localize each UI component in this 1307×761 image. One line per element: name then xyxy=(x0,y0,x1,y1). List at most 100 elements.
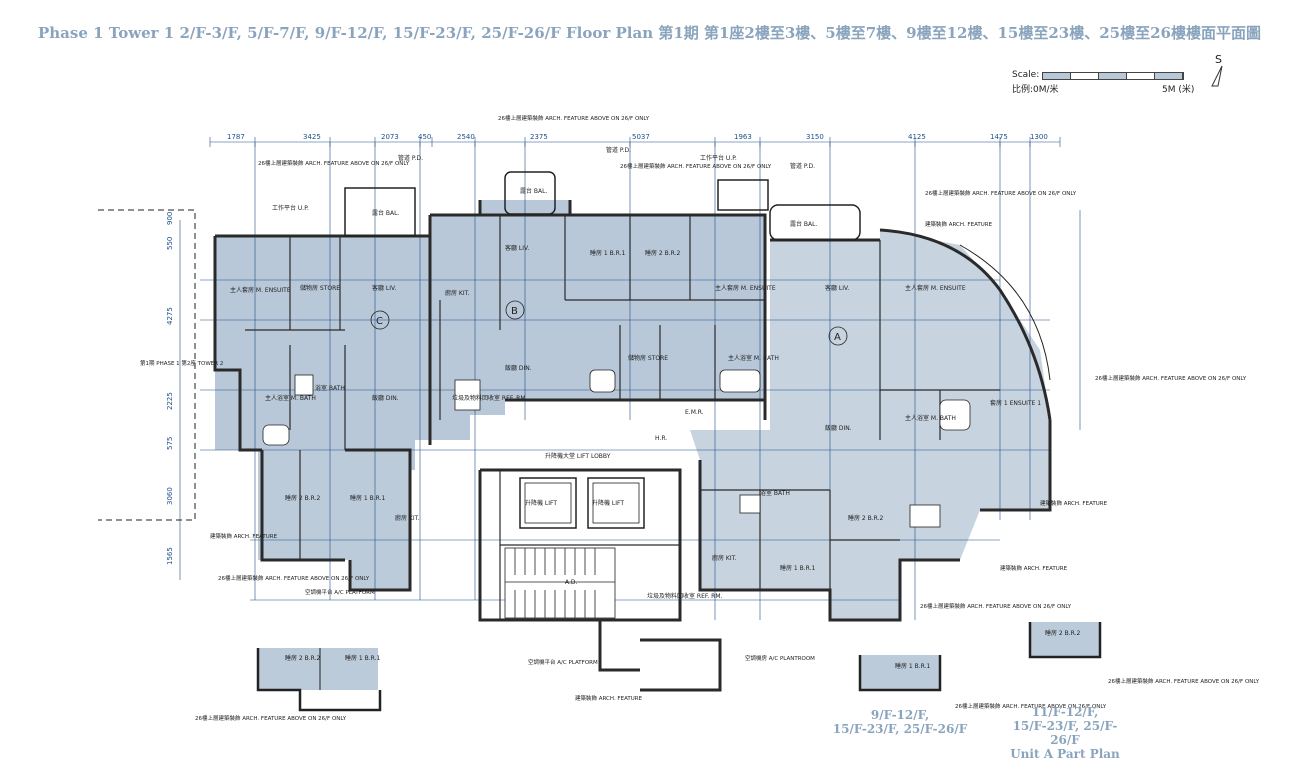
staircase xyxy=(504,547,616,619)
note-arch-feature-bottom: 建築裝飾 ARCH. FEATURE xyxy=(575,694,643,702)
dim-left-7: 1565 xyxy=(166,547,174,565)
room-br1-a: 睡房 1 B.R.1 xyxy=(780,564,816,572)
dim-left-3: 4275 xyxy=(166,307,174,325)
room-ref-rm-b: 垃圾及物料回收室 REF. RM. xyxy=(452,394,528,402)
room-up-a: 工作平台 U.P. xyxy=(700,154,737,162)
part-plan-label-bottom-2: 15/F-23/F, 25/F-26/F xyxy=(832,722,968,736)
dim-top-5: 2540 xyxy=(457,133,475,141)
note-ac-plantroom: 空調機房 A/C PLANTROOM xyxy=(745,654,815,662)
dim-top-7: 5037 xyxy=(632,133,650,141)
room-bal-c: 露台 BAL. xyxy=(372,209,399,217)
room-m-bath-b: 主人浴室 M. BATH xyxy=(728,354,779,362)
unit-markers: C B A xyxy=(370,300,848,346)
adjacent-tower-outline xyxy=(98,209,196,521)
dim-top-9: 3150 xyxy=(806,133,824,141)
part-plan-label-bottom: 9/F-12/F, 15/F-23/F, 25/F-26/F xyxy=(830,708,970,736)
unit-a-label: A xyxy=(834,332,841,343)
note-ac-platform-bottom: 空調機平台 A/C PLATFORM xyxy=(528,658,598,666)
partitions xyxy=(245,215,1000,620)
bath-fixtures xyxy=(262,369,971,528)
part-plan-label-right-1: 11/F-12/F, xyxy=(1031,705,1099,719)
room-bath-a: 浴室 BATH xyxy=(760,489,790,497)
room-hr: H.R. xyxy=(655,435,667,442)
top-dimension-ticks xyxy=(209,137,1061,147)
note-arch-feature-left2: 建築裝飾 ARCH. FEATURE xyxy=(210,532,278,540)
room-br2-c: 睡房 2 B.R.2 xyxy=(285,494,321,502)
room-bal-a: 露台 BAL. xyxy=(790,220,817,228)
dim-left-2: 550 xyxy=(166,237,174,250)
note-arch-feature-part-right: 26樓上層建築裝飾 ARCH. FEATURE ABOVE ON 26/F ON… xyxy=(1108,677,1260,685)
note-arch-feature-far-right: 26樓上層建築裝飾 ARCH. FEATURE ABOVE ON 26/F ON… xyxy=(1095,374,1247,382)
room-m-bath-a: 主人浴室 M. BATH xyxy=(905,414,956,422)
room-up-c: 工作平台 U.P. xyxy=(272,204,309,212)
room-emr: E.M.R. xyxy=(685,409,704,416)
note-arch-feature-mid: 26樓上層建築裝飾 ARCH. FEATURE ABOVE ON 26/F ON… xyxy=(620,162,772,170)
room-liv-a: 客廳 LIV. xyxy=(825,284,849,292)
scale-label: Scale: xyxy=(1012,70,1040,80)
note-arch-feature-top: 26樓上層建築裝飾 ARCH. FEATURE ABOVE ON 26/F ON… xyxy=(498,114,650,122)
dim-top-3: 2073 xyxy=(381,133,399,141)
part-left-br1: 睡房 1 B.R.1 xyxy=(345,654,381,662)
room-bal-b: 露台 BAL. xyxy=(520,187,547,195)
room-pd-c: 管道 P.D. xyxy=(398,154,423,162)
dim-left-1: 900 xyxy=(166,212,174,225)
dim-top-12: 1300 xyxy=(1030,133,1048,141)
page-title: Phase 1 Tower 1 2/F-3/F, 5/F-7/F, 9/F-12… xyxy=(38,24,1261,42)
unit-a-marker xyxy=(828,326,848,346)
note-arch-feature-right2: 建築裝飾 ARCH. FEATURE xyxy=(925,220,993,228)
unit-a-area xyxy=(690,230,1050,620)
part-left-br2: 睡房 2 B.R.2 xyxy=(285,654,321,662)
note-arch-feature-right5: 26樓上層建築裝飾 ARCH. FEATURE ABOVE ON 26/F ON… xyxy=(920,602,1072,610)
dim-top-2: 3425 xyxy=(303,133,321,141)
part-plan-left: 睡房 2 B.R.2 睡房 1 B.R.1 xyxy=(256,648,382,712)
room-pd-a: 管道 P.D. xyxy=(790,162,815,170)
note-arch-feature-left: 26樓上層建築裝飾 ARCH. FEATURE ABOVE ON 26/F ON… xyxy=(258,159,410,167)
note-arch-feature-left3: 26樓上層建築裝飾 ARCH. FEATURE ABOVE ON 26/F ON… xyxy=(218,574,370,582)
room-store-b: 儲物房 STORE xyxy=(628,354,668,362)
balconies xyxy=(344,171,1051,381)
part-right-br2: 睡房 2 B.R.2 xyxy=(1045,629,1081,637)
room-labels: 主人套房 M. ENSUITE 儲物房 STORE 客廳 LIV. 飯廳 DIN… xyxy=(230,146,1041,600)
compass-letter: S xyxy=(1215,53,1222,66)
top-dimension-labels: 1787 3425 2073 450 2540 2375 5037 1963 3… xyxy=(227,133,1048,141)
room-din-c: 飯廳 DIN. xyxy=(372,394,399,402)
room-store-c: 儲物房 STORE xyxy=(300,284,340,292)
room-bath-c: 浴室 BATH xyxy=(315,384,345,392)
note-arch-feature-right: 26樓上層建築裝飾 ARCH. FEATURE ABOVE ON 26/F ON… xyxy=(925,189,1077,197)
room-kit-b: 廚房 KIT. xyxy=(445,289,470,297)
lift-2-label: 升降機 LIFT xyxy=(592,499,624,507)
room-din-b: 飯廳 DIN. xyxy=(505,364,532,372)
room-br1-c: 睡房 1 B.R.1 xyxy=(350,494,386,502)
dim-top-4: 450 xyxy=(418,133,431,141)
note-arch-feature-part-bottom: 26樓上層建築裝飾 ARCH. FEATURE ABOVE ON 26/F ON… xyxy=(955,702,1107,710)
part-plan-label-right-3: Unit A Part Plan xyxy=(1010,747,1120,761)
room-kit-a: 廚房 KIT. xyxy=(712,554,737,562)
room-br2-a: 睡房 2 B.R.2 xyxy=(848,514,884,522)
room-m-bath-c: 主人浴室 M. BATH xyxy=(265,394,316,402)
lift-lobby-label: 升降機大堂 LIFT LOBBY xyxy=(545,452,611,460)
unit-c-marker xyxy=(370,310,390,330)
scale-graphic xyxy=(1042,72,1184,80)
dim-left-6: 3060 xyxy=(166,487,174,505)
lift-1-label: 升降機 LIFT xyxy=(525,499,557,507)
note-arch-feature-right4: 建築裝飾 ARCH. FEATURE xyxy=(1000,564,1068,572)
scale-ratio: 比例:0M/米 xyxy=(1012,85,1059,95)
unit-b-marker xyxy=(505,300,525,320)
unit-c-label: C xyxy=(376,316,383,327)
room-ref-rm-lower: 垃圾及物料回收室 REF. RM. xyxy=(647,592,723,600)
room-m-ensuite-b: 主人套房 M. ENSUITE xyxy=(715,284,776,292)
part-plan-right: 睡房 2 B.R.2 xyxy=(1028,622,1102,659)
dim-top-6: 2375 xyxy=(530,133,548,141)
room-liv-b: 客廳 LIV. xyxy=(505,244,529,252)
room-m-ensuite-a: 主人套房 M. ENSUITE xyxy=(905,284,966,292)
dim-top-8: 1963 xyxy=(734,133,752,141)
dim-left-5: 575 xyxy=(166,437,174,450)
room-ad: A.D. xyxy=(565,579,578,586)
scale-max: 5M (米) xyxy=(1162,85,1195,95)
note-ac-platform-left: 空調機平台 A/C PLATFORM xyxy=(305,588,375,596)
lift-shafts xyxy=(519,477,645,529)
unit-b-label: B xyxy=(511,306,518,317)
dim-top-11: 1475 xyxy=(990,133,1008,141)
dim-top-1: 1787 xyxy=(227,133,245,141)
